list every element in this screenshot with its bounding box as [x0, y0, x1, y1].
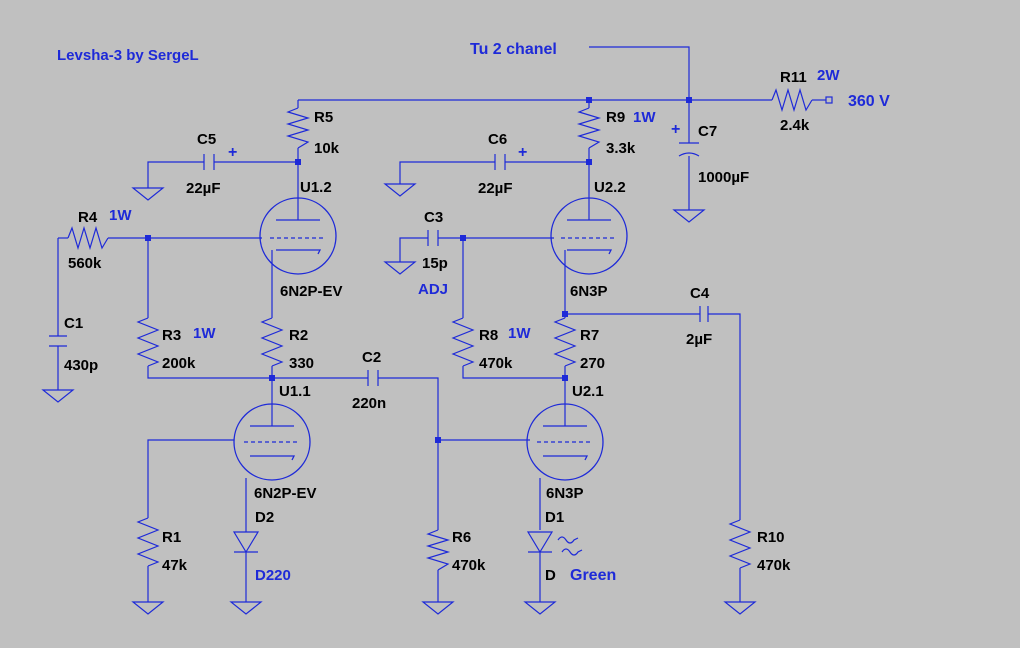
u1-2-model: 6N2P-EV	[280, 283, 343, 300]
d2-value: D220	[255, 567, 291, 584]
r2-value: 330	[289, 355, 314, 372]
c3-value: 15p	[422, 255, 448, 272]
u2-1-model: 6N3P	[546, 485, 584, 502]
c5-value: 22µF	[186, 180, 221, 197]
r3-ref: R3	[162, 327, 181, 344]
capacitor-c4	[699, 306, 709, 322]
c4-ref: C4	[690, 285, 710, 302]
c3-ref: C3	[424, 209, 443, 226]
capacitor-c3	[427, 230, 439, 246]
svg-text:+: +	[228, 144, 237, 161]
r9-ref: R9	[606, 109, 625, 126]
r10-ref: R10	[757, 529, 785, 546]
ground-symbols	[41, 183, 757, 615]
diode-d2	[232, 531, 260, 554]
tube-u1-2	[259, 197, 337, 275]
label-r5: R5	[314, 109, 333, 126]
resistor-r6	[425, 529, 451, 571]
c6-value: 22µF	[478, 180, 513, 197]
svg-text:+: +	[518, 144, 527, 161]
resistor-r1	[136, 517, 160, 567]
r6-value: 470k	[452, 557, 486, 574]
capacitor-c5	[203, 154, 215, 170]
resistor-r10	[728, 519, 752, 569]
capacitor-c7	[678, 142, 700, 157]
u1-1-ref: U1.1	[279, 383, 311, 400]
c3-note: ADJ	[418, 281, 448, 298]
r9-note: 1W	[633, 109, 656, 126]
u1-1-model: 6N2P-EV	[254, 485, 317, 502]
capacitor-c2	[367, 370, 379, 386]
c7-ref: C7	[698, 123, 717, 140]
r4-note: 1W	[109, 207, 132, 224]
c2-ref: C2	[362, 349, 381, 366]
r6-ref: R6	[452, 529, 471, 546]
polarity-marks: + + +	[228, 121, 680, 161]
resistor-r3	[136, 317, 160, 367]
supply-voltage-label: 360 V	[848, 93, 890, 110]
r4-ref: R4	[78, 209, 98, 226]
c4-value: 2µF	[686, 331, 712, 348]
resistor-r4	[67, 225, 109, 251]
r5-ref-text: R5	[314, 109, 333, 126]
r8-note: 1W	[508, 325, 531, 342]
c1-ref: C1	[64, 315, 83, 332]
r8-value: 470k	[479, 355, 513, 372]
resistor-r5: 10k	[285, 107, 340, 157]
r9-value: 3.3k	[606, 140, 636, 157]
c5-ref: C5	[197, 131, 216, 148]
d1-ref: D1	[545, 509, 564, 526]
tube-u2-2	[550, 197, 628, 275]
c6-ref: C6	[488, 131, 507, 148]
r1-value: 47k	[162, 557, 188, 574]
r7-value: 270	[580, 355, 605, 372]
capacitor-c6	[494, 154, 506, 170]
r10-value: 470k	[757, 557, 791, 574]
resistor-r7	[553, 310, 577, 367]
d1-note: Green	[570, 567, 616, 584]
wires	[57, 46, 826, 602]
r3-value: 200k	[162, 355, 196, 372]
d2-ref: D2	[255, 509, 274, 526]
resistor-r11	[771, 87, 833, 113]
u1-2-ref: U1.2	[300, 179, 332, 196]
diode-d1	[526, 531, 583, 556]
schematic-title: Levsha-3 by SergeL	[57, 47, 199, 64]
svg-text:+: +	[671, 121, 680, 138]
u2-1-ref: U2.1	[572, 383, 604, 400]
r4-value: 560k	[68, 255, 102, 272]
r11-value: 2.4k	[780, 117, 810, 134]
r11-note: 2W	[817, 67, 840, 84]
c7-value: 1000µF	[698, 169, 749, 186]
c1-value: 430p	[64, 357, 98, 374]
tube-u2-1	[526, 403, 604, 481]
resistor-r8	[451, 317, 475, 367]
c2-value: 220n	[352, 395, 386, 412]
u2-2-ref: U2.2	[594, 179, 626, 196]
resistor-r2	[260, 310, 284, 367]
r8-ref: R8	[479, 327, 498, 344]
resistor-r9	[576, 107, 602, 149]
r5-value: 10k	[314, 140, 340, 157]
r2-ref: R2	[289, 327, 308, 344]
d1-value: D	[545, 567, 556, 584]
r1-ref: R1	[162, 529, 181, 546]
r3-note: 1W	[193, 325, 216, 342]
supply-tap-note: Tu 2 chanel	[470, 41, 557, 58]
u2-2-model: 6N3P	[570, 283, 608, 300]
r11-ref: R11	[780, 69, 807, 86]
r7-ref: R7	[580, 327, 599, 344]
tube-u1-1	[233, 403, 311, 481]
capacitor-c1	[49, 335, 67, 347]
